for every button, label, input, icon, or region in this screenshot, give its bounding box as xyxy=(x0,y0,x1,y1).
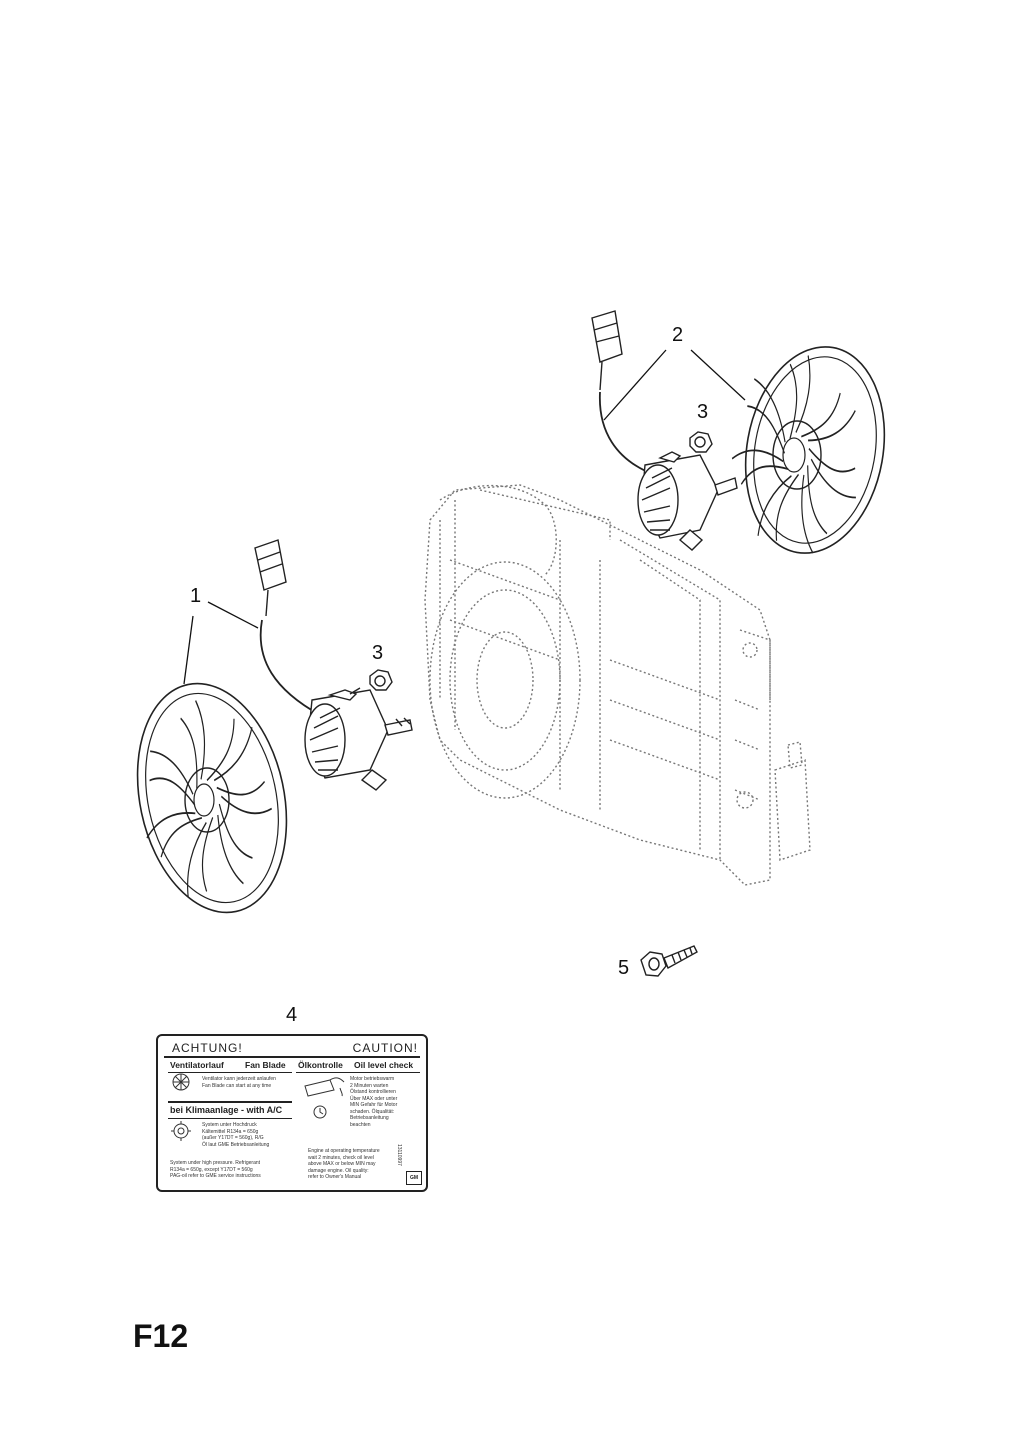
fan-section-rule xyxy=(168,1072,292,1073)
self-tapping-screw xyxy=(640,945,698,977)
ac-warning-text-en: System under high pressure. Refrigerant … xyxy=(170,1160,261,1179)
gm-logo: GM xyxy=(406,1171,422,1185)
label-part-number: 13110997 xyxy=(396,1144,402,1166)
fan-warning-text: Ventilator kann jederzeit anlaufen Fan B… xyxy=(202,1076,276,1089)
page-code: F12 xyxy=(133,1318,189,1354)
oil-section-rule xyxy=(296,1072,420,1073)
radiator-shroud-ghost xyxy=(424,484,811,886)
ac-top-rule xyxy=(168,1101,292,1103)
label-header-de: ACHTUNG! xyxy=(172,1041,243,1055)
fan-section-de: Ventilatorlauf xyxy=(170,1060,224,1070)
fan-motor-right xyxy=(591,310,738,551)
callout-3-left: 3 xyxy=(372,642,384,664)
oil-check-text-en: Engine at operating temperature wait 2 m… xyxy=(308,1148,380,1180)
warning-label: ACHTUNG! CAUTION! Ventilatorlauf Fan Bla… xyxy=(156,1034,428,1192)
callout-1: 1 xyxy=(190,585,202,607)
nut-right xyxy=(689,431,713,453)
ac-warning-text: System unter Hochdruck Kältemittel R134a… xyxy=(202,1122,270,1148)
oil-section-de: Ölkontrolle xyxy=(298,1060,343,1070)
oil-check-text-de: Motor betriebswarm 2 Minuten warten Ölst… xyxy=(350,1076,398,1128)
label-header-en: CAUTION! xyxy=(352,1041,418,1055)
oil-section-en: Oil level check xyxy=(354,1060,414,1070)
ac-section-heading: bei Klimaanlage - with A/C xyxy=(170,1105,283,1115)
fan-section-en: Fan Blade xyxy=(245,1060,286,1070)
callout-5: 5 xyxy=(618,957,630,979)
leader-lines xyxy=(183,349,746,685)
ac-bottom-rule xyxy=(168,1118,292,1119)
callout-2: 2 xyxy=(672,324,684,346)
fan-blade-right xyxy=(727,346,886,559)
callout-3-right: 3 xyxy=(697,401,709,423)
callout-4: 4 xyxy=(286,1004,298,1026)
nut-left xyxy=(369,669,393,691)
fan-motor-left xyxy=(254,539,413,791)
label-icons xyxy=(171,1073,345,1141)
label-divider xyxy=(164,1056,420,1058)
fan-blade-left xyxy=(136,682,288,914)
